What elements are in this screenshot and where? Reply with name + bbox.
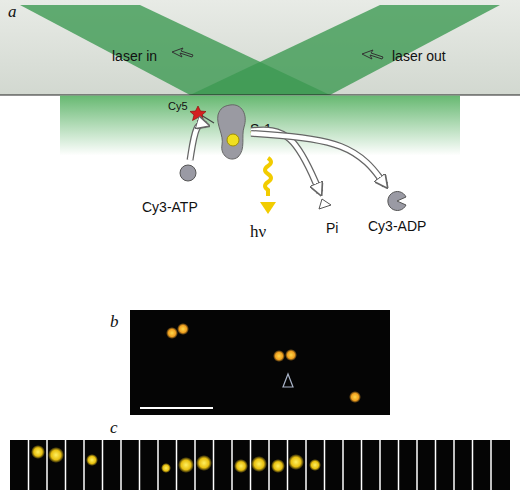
arrow-body xyxy=(251,130,320,193)
scale-bar xyxy=(140,407,213,409)
beam-label: laser out xyxy=(392,48,446,64)
molecule-label: Cy3-ATP xyxy=(142,199,198,215)
molecule-label: S-1 xyxy=(250,121,272,137)
molecule-shape xyxy=(386,190,408,212)
fluorescent-spot xyxy=(273,350,285,362)
frame-strip xyxy=(10,440,510,490)
dye-label: Cy5 xyxy=(168,100,188,112)
molecule-node: Cy3-ADP xyxy=(386,190,408,212)
fluorescent-spot xyxy=(285,349,297,361)
panel-letter: b xyxy=(110,312,119,332)
molecule-node: S-1 xyxy=(212,103,248,161)
molecule-shape xyxy=(318,198,332,210)
fluorescence-image xyxy=(130,310,390,415)
emission-arrowhead xyxy=(260,202,276,214)
panel-letter: a xyxy=(8,2,17,22)
molecule-label: Cy3-ADP xyxy=(368,218,426,234)
frame-spots xyxy=(31,445,321,473)
reaction-arrow xyxy=(251,133,385,185)
arrow-outline xyxy=(190,124,206,160)
emission-squiggle xyxy=(265,158,271,196)
molecule-shape xyxy=(212,103,248,161)
beam-label: laser in xyxy=(112,48,157,64)
arrow-outline xyxy=(251,130,320,193)
pointer-triangle xyxy=(283,374,293,387)
molecule-shape xyxy=(178,163,198,183)
reaction-arrow xyxy=(251,130,320,193)
beam-direction-arrow xyxy=(362,50,383,59)
evanescent-field xyxy=(60,96,460,156)
fluorescent-spot xyxy=(177,323,189,335)
molecule-label: Pi xyxy=(326,220,338,236)
laser-beam-out xyxy=(190,5,500,95)
beam-direction-arrow xyxy=(172,48,193,57)
arrow-body xyxy=(190,124,206,160)
molecule-node: Pi xyxy=(318,198,332,210)
glass-surface xyxy=(0,94,520,95)
frame-separators xyxy=(29,440,492,490)
panel-letter: c xyxy=(110,418,118,438)
arrow-outline xyxy=(251,133,385,185)
fluorescent-spot xyxy=(166,327,178,339)
arrow-body xyxy=(251,133,385,185)
fluorescent-spot xyxy=(349,391,361,403)
glass-slide xyxy=(0,0,520,95)
photon-label: hν xyxy=(250,222,266,242)
reaction-arrow xyxy=(190,124,206,160)
molecule-node: Cy3-ATP xyxy=(178,163,198,183)
cy5-star xyxy=(190,106,206,121)
